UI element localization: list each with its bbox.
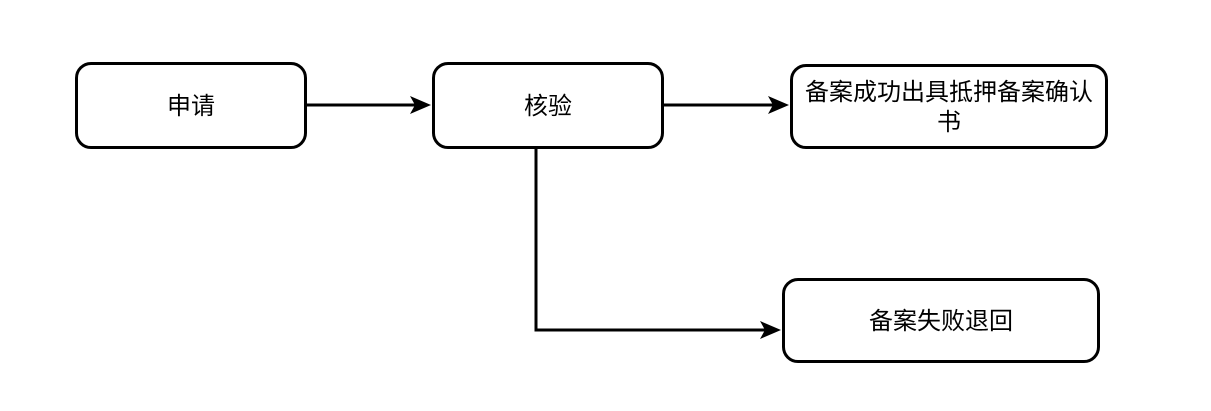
node-verify: 核验 bbox=[432, 62, 664, 149]
node-apply: 申请 bbox=[75, 62, 307, 149]
node-filing-success: 备案成功出具抵押备案确认书 bbox=[790, 64, 1108, 149]
node-apply-label: 申请 bbox=[167, 91, 215, 120]
arrowhead-verify-to-fail bbox=[760, 321, 781, 339]
edge-verify-to-fail bbox=[534, 149, 765, 332]
node-verify-label: 核验 bbox=[524, 91, 572, 120]
node-filing-success-label: 备案成功出具抵押备案确认书 bbox=[805, 77, 1093, 136]
arrowhead-apply-to-verify bbox=[410, 96, 431, 114]
arrowhead-verify-to-success bbox=[768, 96, 789, 114]
node-filing-failed-label: 备案失败退回 bbox=[869, 306, 1013, 335]
node-filing-failed: 备案失败退回 bbox=[782, 278, 1100, 363]
